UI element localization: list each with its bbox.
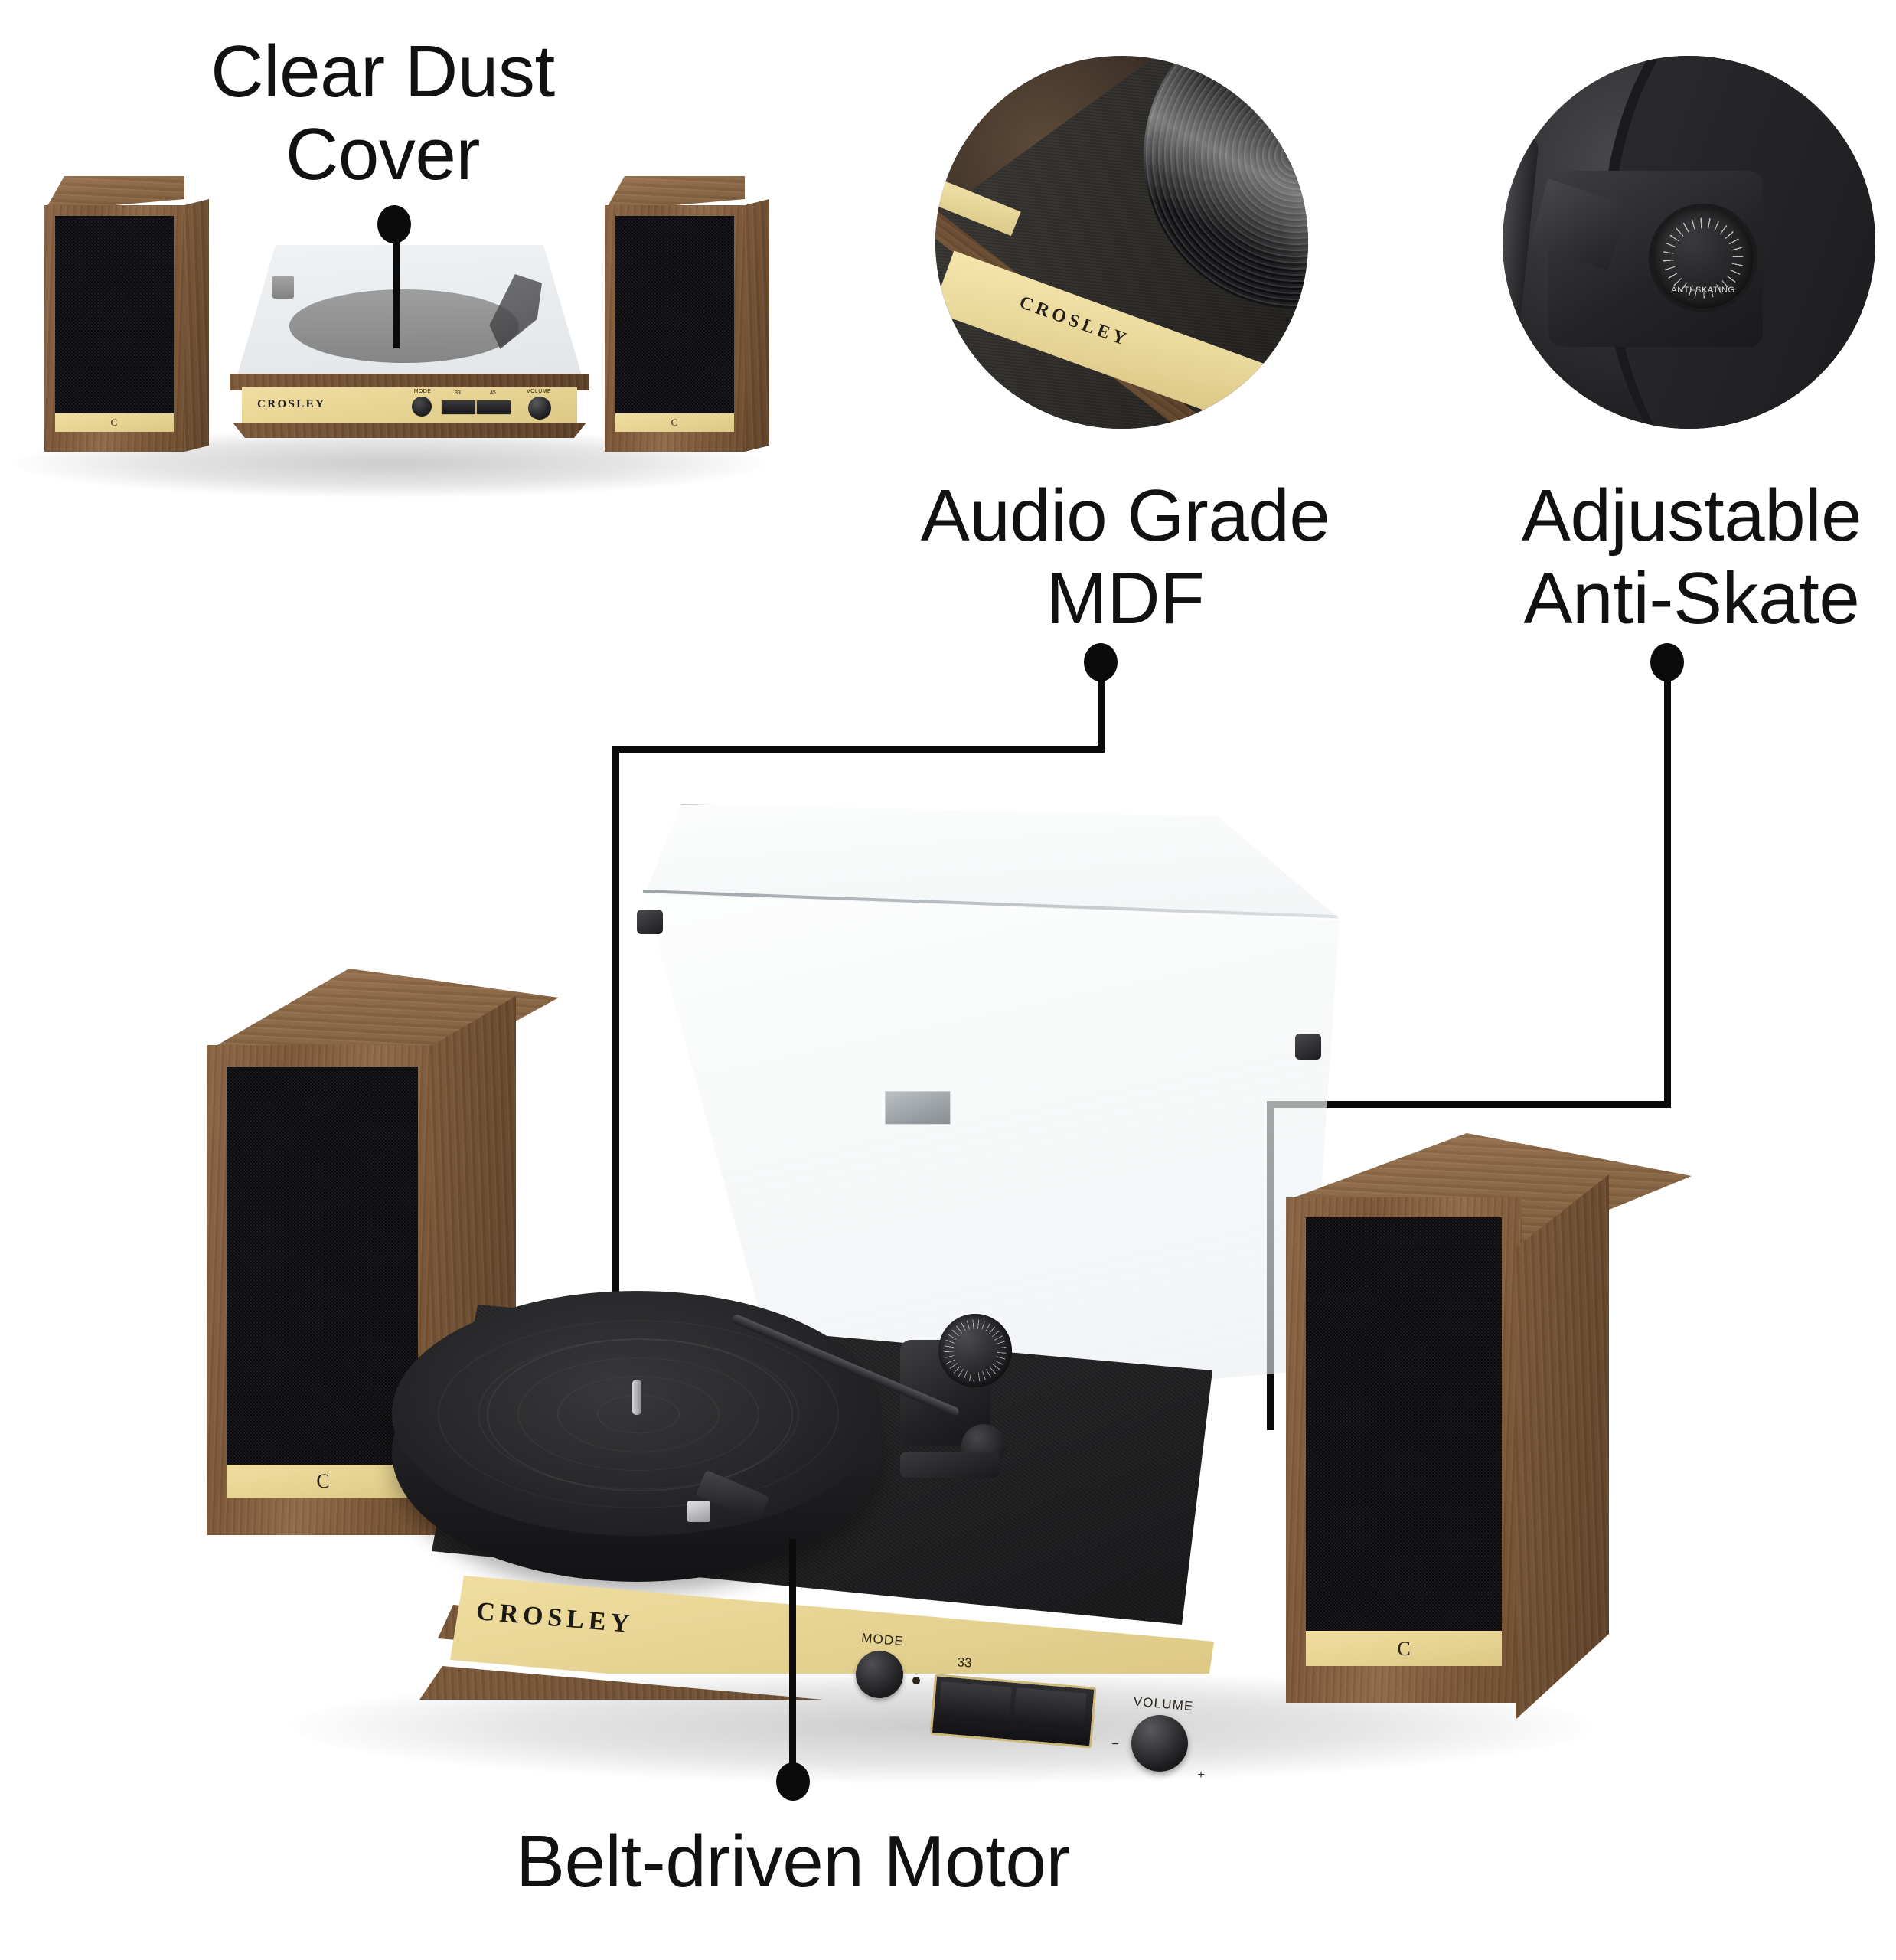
- dust-cover-hinge-right-icon: [1295, 1034, 1321, 1060]
- platter-s-groove: [487, 1338, 793, 1491]
- speaker-grille: [1306, 1217, 1502, 1631]
- callout-label-adjustable-anti-skate: Adjustable Anti-Skate: [1521, 475, 1862, 639]
- volume-label: VOLUME: [1132, 1694, 1195, 1714]
- hero-turntable: CROSLEY MODE 33 45 VOLUME − +: [392, 1240, 1225, 1782]
- platter-silhouette: [289, 289, 519, 363]
- speed-button-33[interactable]: [938, 1681, 1012, 1724]
- platter-spindle: [632, 1380, 641, 1415]
- speaker-badge-icon: C: [110, 416, 118, 428]
- speaker-accent-strip: [55, 413, 174, 432]
- inset-audio-grade-mdf: CROSLEY: [935, 56, 1308, 429]
- speed-label-33: 33: [455, 390, 461, 396]
- speaker-side-face: [745, 199, 769, 452]
- thumbnail-speaker-right: C: [605, 176, 769, 452]
- hinge-left-icon: [272, 276, 294, 299]
- leader-dot-belt-driven-motor: [776, 1762, 810, 1801]
- callout-label-belt-driven-motor: Belt-driven Motor: [515, 1821, 1071, 1903]
- speaker-grille: [55, 216, 174, 413]
- hero-speaker-left: C: [207, 969, 635, 1573]
- leader-seg-belt-vertical: [789, 1539, 796, 1778]
- volume-label: VOLUME: [527, 389, 551, 394]
- control-panel: [242, 387, 577, 424]
- speaker-grille: [615, 216, 734, 413]
- speed-button-45[interactable]: [1013, 1687, 1087, 1730]
- hero-speaker-right: C: [1286, 1133, 1761, 1822]
- mode-knob[interactable]: [856, 1651, 903, 1698]
- volume-plus-label: +: [1197, 1769, 1205, 1782]
- speaker-accent-strip: [227, 1465, 418, 1498]
- anti-skating-tickmarks-icon: [1653, 207, 1754, 309]
- speaker-accent-strip: [615, 413, 734, 432]
- leader-dot-clear-dust-cover: [377, 205, 411, 243]
- anti-skating-dial-label: ANTI-SKATING: [1671, 286, 1735, 295]
- plinth-front-trim: [230, 374, 589, 390]
- inset-adjustable-anti-skate: ANTI-SKATING: [1503, 56, 1875, 429]
- dust-cover-plate: [885, 1091, 951, 1125]
- tonearm-rest: [900, 1452, 1000, 1478]
- leader-seg-mdf-vertical-bottom: [612, 746, 619, 1395]
- thumbnail-turntable: CROSLEY MODE 33 45 VOLUME: [230, 245, 589, 459]
- speaker-badge-icon: C: [316, 1470, 330, 1492]
- leader-seg-mdf-horizontal: [612, 746, 1105, 753]
- speaker-accent-strip: [1306, 1631, 1502, 1666]
- tonearm-counterweight-scale-icon: [938, 1314, 1012, 1387]
- hero-scene: C C: [0, 804, 1896, 1838]
- cartridge-stylus-icon: [687, 1501, 710, 1522]
- leader-line-clear-dust-cover: [393, 226, 400, 348]
- mode-label: MODE: [413, 389, 432, 394]
- volume-minus-label: −: [1111, 1738, 1119, 1751]
- speaker-side-face: [184, 199, 209, 452]
- thumbnail-scene: C C CROSLEY MODE: [0, 153, 804, 505]
- mode-knob[interactable]: [412, 397, 432, 416]
- speaker-grille: [227, 1067, 418, 1465]
- speed-button-45[interactable]: [476, 400, 511, 415]
- mode-indicator-led: [912, 1677, 920, 1684]
- leader-seg-mdf-vertical-top: [1098, 660, 1105, 752]
- dust-cover-hinge-left-icon: [637, 910, 663, 934]
- brand-logo: CROSLEY: [257, 398, 326, 410]
- callout-label-audio-grade-mdf: Audio Grade MDF: [920, 475, 1330, 639]
- speed-button-33[interactable]: [441, 400, 476, 415]
- leader-seg-antiskate-horizontal: [1267, 1101, 1671, 1108]
- speed-label-45: 45: [490, 390, 496, 396]
- speaker-badge-icon: C: [1397, 1638, 1411, 1660]
- speaker-badge-icon: C: [671, 416, 678, 428]
- volume-knob[interactable]: [528, 397, 551, 420]
- volume-knob[interactable]: [1131, 1715, 1188, 1772]
- callout-label-clear-dust-cover: Clear Dust Cover: [210, 31, 555, 195]
- plinth-base: [233, 423, 586, 438]
- speaker-side-face: [1516, 1174, 1609, 1720]
- leader-seg-antiskate-vertical-top: [1664, 660, 1671, 1107]
- thumbnail-speaker-left: C: [44, 176, 209, 452]
